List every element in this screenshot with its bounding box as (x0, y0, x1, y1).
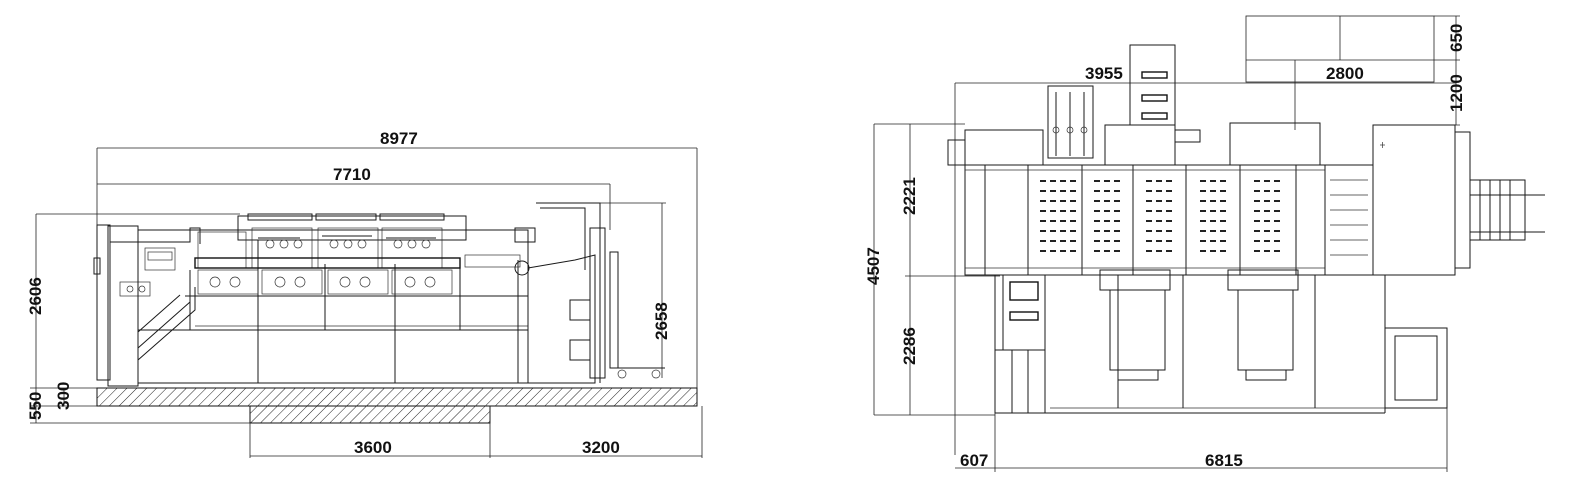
dim-label-overall-length: 8977 (380, 129, 418, 148)
dim-label-delivery-height: 2658 (652, 302, 671, 340)
dim-label-length-main: 6815 (1205, 451, 1243, 470)
foundation-slab (96, 387, 698, 407)
dim-label-offset-left: 607 (960, 451, 988, 470)
top-view: 650 1200 3955 2800 4507 2221 2286 (864, 15, 1545, 472)
dim-foundation: 3600 3200 (249, 406, 703, 458)
dim-label-pit-total: 550 (26, 392, 45, 420)
dim-top-length: 607 6815 (955, 330, 1448, 472)
dim-label-machine-length: 7710 (333, 165, 371, 184)
dim-label-overall-height: 2606 (26, 277, 45, 315)
top-machine-body (947, 44, 1545, 414)
foundation-pit (249, 405, 491, 424)
vent-slots (1040, 180, 1280, 252)
dim-label-depth-total: 4507 (864, 247, 883, 285)
dim-label-width-main: 3955 (1085, 64, 1123, 83)
dim-label-top-clearance-b: 1200 (1447, 74, 1466, 112)
side-view: 8977 7710 2606 550 300 2658 (26, 129, 703, 458)
dim-pit: 550 300 (26, 382, 250, 424)
dim-label-depth-lower: 2286 (900, 327, 919, 365)
dim-overall-height: 2606 (26, 213, 240, 388)
dim-label-top-clearance: 650 (1447, 24, 1466, 52)
dim-label-foundation-a: 3600 (354, 438, 392, 457)
dim-label-width-feeder: 2800 (1326, 64, 1364, 83)
dim-overall-length: 8977 (96, 129, 698, 395)
dim-label-pit-depth: 300 (54, 382, 73, 410)
dim-delivery-height: 2658 (536, 202, 671, 378)
dim-top-width: 3955 2800 (954, 60, 1456, 455)
dim-top-depth: 4507 2221 2286 (864, 123, 1000, 416)
dim-label-depth-upper: 2221 (900, 177, 919, 215)
dim-machine-length: 7710 (97, 165, 611, 230)
side-machine-body (93, 202, 665, 387)
dim-label-foundation-b: 3200 (582, 438, 620, 457)
dim-top-clearance: 650 1200 (1245, 15, 1466, 126)
